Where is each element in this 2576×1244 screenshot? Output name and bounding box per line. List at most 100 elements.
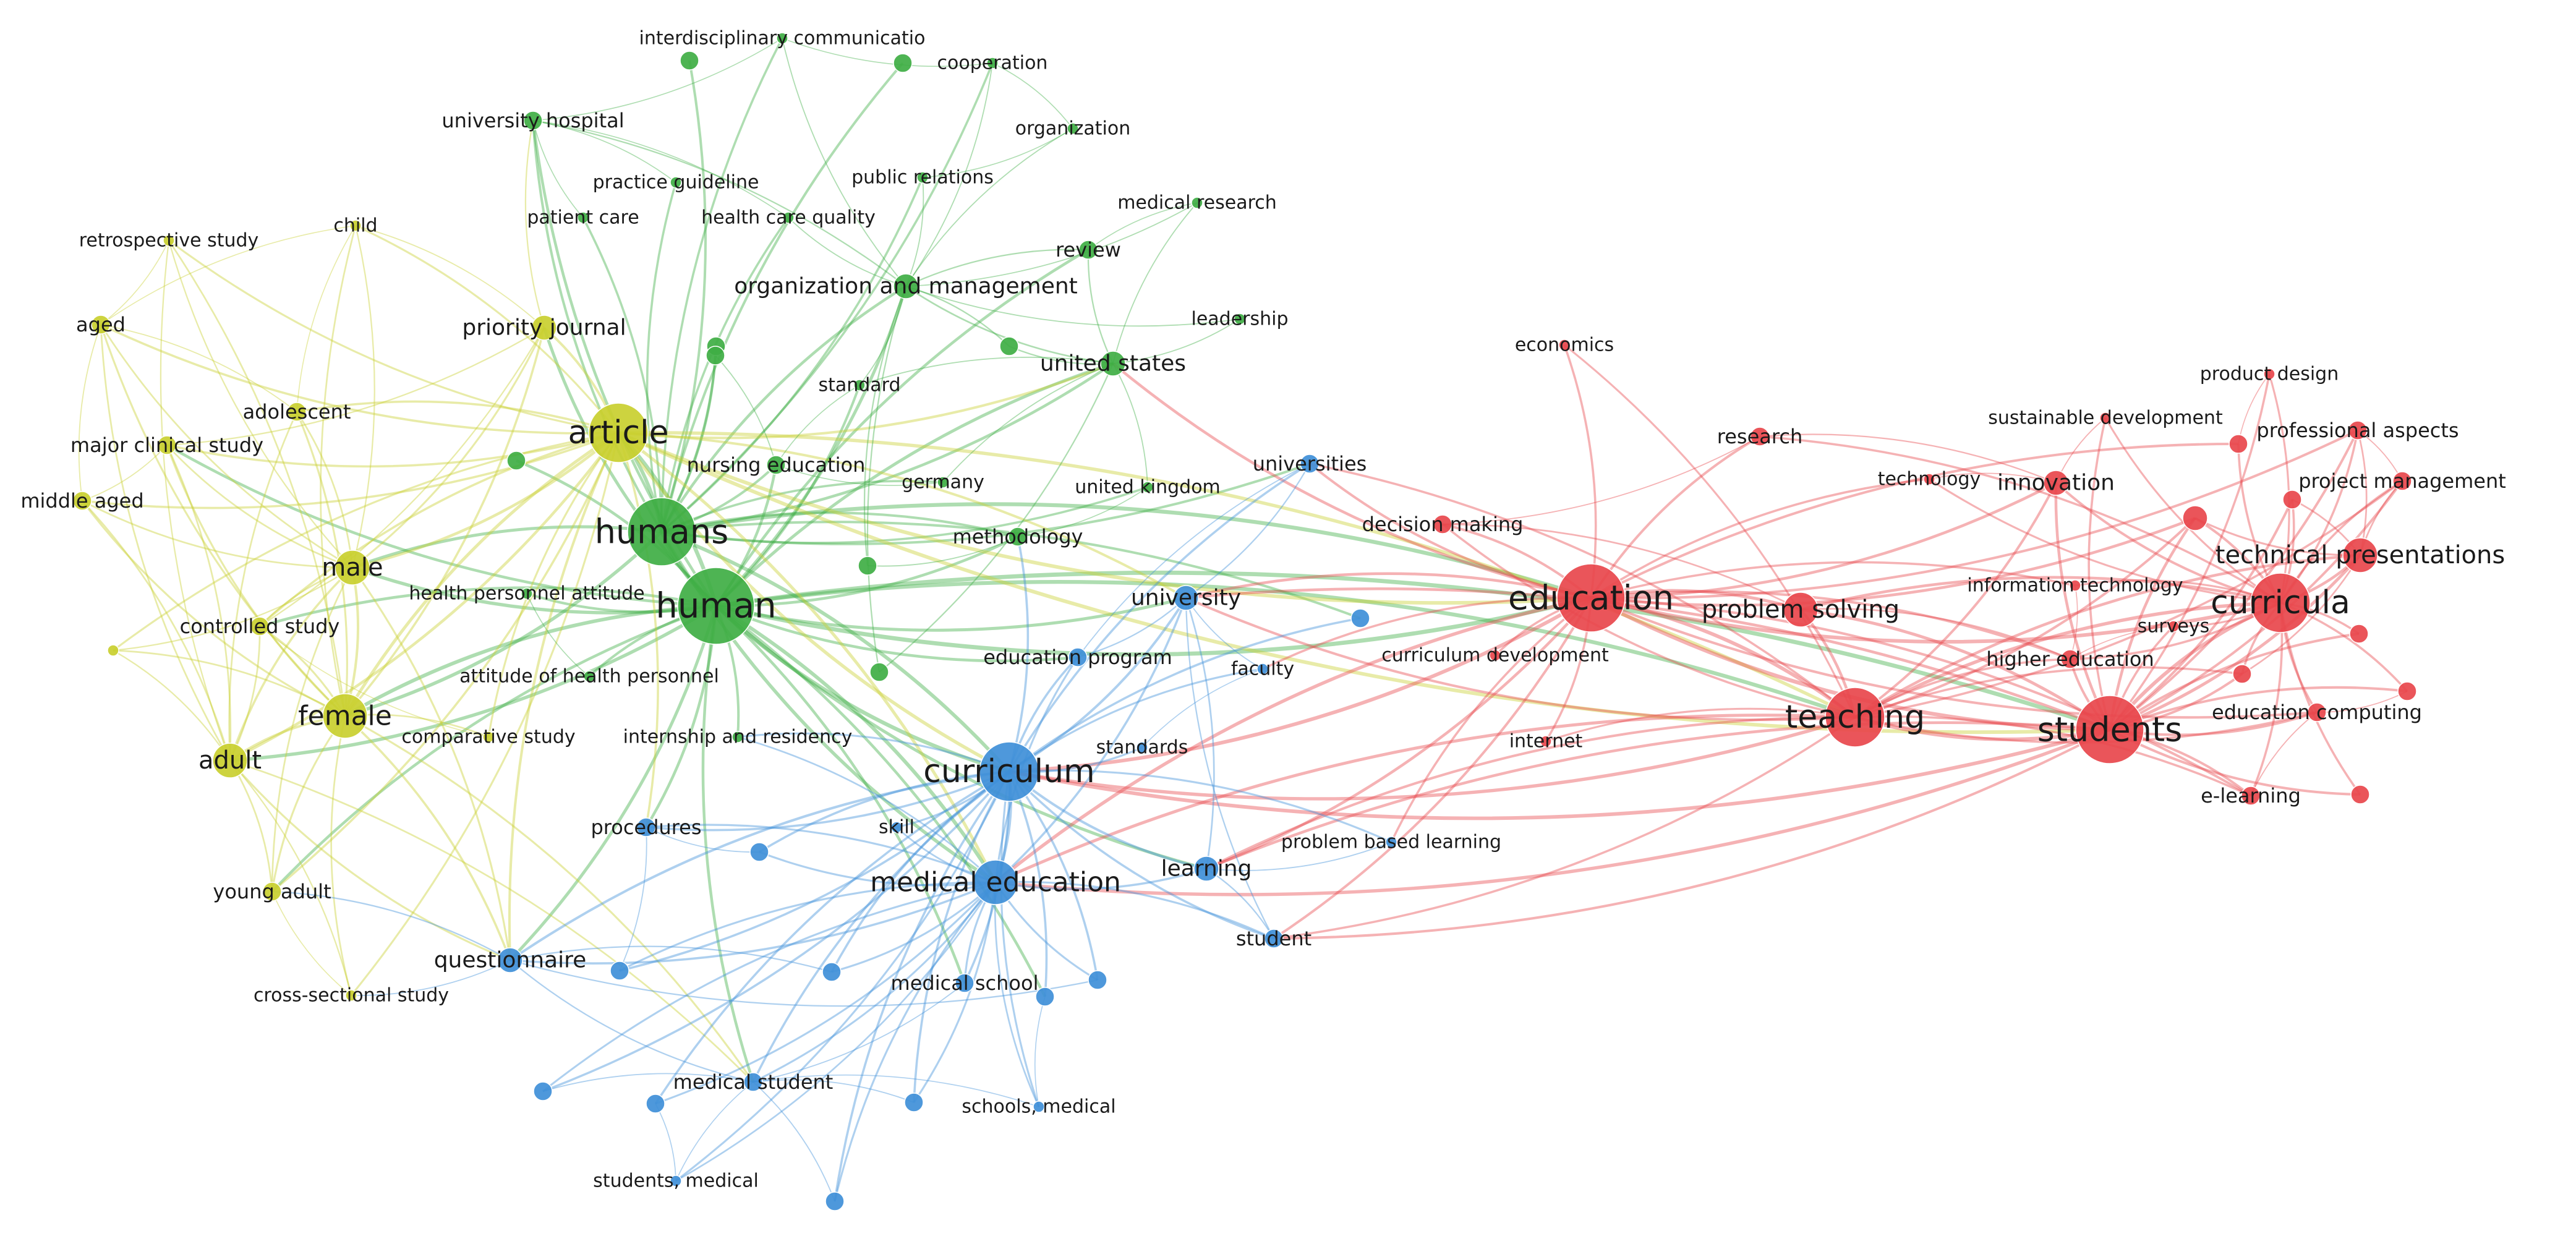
node-organization-and-management[interactable] — [893, 273, 919, 299]
node-surveys[interactable] — [2167, 620, 2180, 633]
node-university[interactable] — [1173, 585, 1199, 611]
node-problem-based-learning[interactable] — [1385, 836, 1397, 848]
node-comparative-study[interactable] — [482, 731, 495, 743]
node-adult[interactable] — [212, 743, 248, 778]
node-young-adult[interactable] — [262, 882, 282, 901]
node-controlled-study[interactable] — [250, 616, 270, 636]
node-r2[interactable] — [2228, 434, 2248, 454]
node-teaching[interactable] — [1825, 687, 1885, 748]
node-major-clinical-study[interactable] — [157, 435, 177, 455]
node-g2[interactable] — [893, 53, 913, 73]
node-skill[interactable] — [890, 821, 903, 833]
node-e-learning[interactable] — [2241, 786, 2261, 806]
node-internet[interactable] — [1540, 735, 1552, 748]
node-product-design[interactable] — [2263, 368, 2275, 380]
node-b10[interactable] — [646, 1094, 665, 1114]
node-male[interactable] — [335, 550, 370, 586]
node-article[interactable] — [588, 403, 649, 463]
node-problem-solving[interactable] — [1783, 592, 1819, 628]
node-g3[interactable] — [680, 51, 699, 70]
node-standards[interactable] — [1136, 741, 1148, 754]
node-curricula[interactable] — [2250, 573, 2311, 633]
node-united-states[interactable] — [1100, 351, 1126, 377]
node-review[interactable] — [1078, 240, 1098, 260]
node-students[interactable] — [2075, 695, 2144, 764]
node-attitude-of-health-personnel[interactable] — [583, 670, 595, 683]
node-university-hospital[interactable] — [523, 111, 543, 130]
node-priority-journal[interactable] — [531, 315, 557, 341]
node-r6[interactable] — [2397, 681, 2417, 701]
node-middle-aged[interactable] — [72, 491, 92, 511]
node-technology[interactable] — [1923, 473, 1935, 485]
node-r1[interactable] — [2182, 505, 2208, 531]
node-human[interactable] — [677, 567, 755, 645]
node-internship-and-residency[interactable] — [731, 731, 744, 743]
node-r7[interactable] — [2350, 785, 2370, 804]
node-r4[interactable] — [2349, 624, 2369, 644]
node-research[interactable] — [1750, 427, 1770, 446]
node-child[interactable] — [349, 219, 362, 232]
node-students-medical[interactable] — [670, 1175, 682, 1187]
node-united-kingdom[interactable] — [1141, 481, 1154, 493]
node-schools-medical[interactable] — [1033, 1101, 1045, 1113]
node-education[interactable] — [1556, 563, 1626, 633]
node-health-care-quality[interactable] — [782, 211, 795, 224]
node-g7[interactable] — [706, 346, 725, 365]
node-female[interactable] — [322, 693, 368, 739]
node-medical-research[interactable] — [1191, 197, 1203, 209]
node-b3[interactable] — [610, 961, 629, 981]
node-medical-education[interactable] — [973, 859, 1018, 905]
node-curriculum[interactable] — [979, 741, 1039, 802]
node-cooperation[interactable] — [986, 57, 999, 69]
node-b6[interactable] — [904, 1093, 924, 1112]
node-project-management[interactable] — [2392, 471, 2412, 491]
node-higher-education[interactable] — [2060, 649, 2080, 669]
node-humans[interactable] — [627, 497, 696, 566]
node-medical-school[interactable] — [955, 973, 975, 993]
node-curriculum-development[interactable] — [1489, 649, 1501, 662]
node-methodology[interactable] — [1008, 527, 1028, 547]
node-student[interactable] — [1264, 929, 1284, 948]
node-practice-guideline[interactable] — [670, 176, 682, 189]
node-universities[interactable] — [1300, 454, 1320, 474]
node-y1[interactable] — [107, 644, 119, 657]
node-b8[interactable] — [825, 1191, 845, 1211]
node-technical-presentations[interactable] — [2342, 537, 2378, 573]
node-questionnaire[interactable] — [497, 947, 523, 973]
node-r3[interactable] — [2282, 490, 2302, 509]
node-g4[interactable] — [506, 451, 526, 471]
node-interdisciplinary-communicatio[interactable] — [776, 32, 788, 45]
node-b7[interactable] — [533, 1081, 553, 1101]
node-economics[interactable] — [1558, 339, 1571, 351]
node-b4[interactable] — [822, 962, 842, 982]
node-b9[interactable] — [1035, 987, 1055, 1007]
node-medical-student[interactable] — [743, 1072, 763, 1092]
node-decision-making[interactable] — [1433, 514, 1452, 534]
node-g6[interactable] — [999, 336, 1019, 356]
node-education-program[interactable] — [1068, 647, 1088, 667]
node-nursing-education[interactable] — [766, 455, 786, 475]
node-public-relations[interactable] — [916, 171, 929, 184]
node-education-computing[interactable] — [2307, 702, 2327, 722]
node-innovation[interactable] — [2043, 470, 2069, 496]
node-cross-sectional-study[interactable] — [345, 989, 357, 1002]
node-patient-care[interactable] — [577, 211, 589, 224]
node-leadership[interactable] — [1234, 313, 1246, 325]
node-standard[interactable] — [853, 379, 866, 391]
node-germany[interactable] — [937, 476, 949, 488]
node-g8[interactable] — [869, 662, 889, 682]
node-adolescent[interactable] — [287, 402, 307, 422]
node-information-technology[interactable] — [2069, 579, 2081, 592]
node-b2[interactable] — [749, 842, 769, 862]
node-retrospective-study[interactable] — [163, 234, 175, 247]
node-b5[interactable] — [1088, 970, 1107, 990]
node-professional-aspects[interactable] — [2348, 420, 2368, 440]
node-learning[interactable] — [1193, 856, 1219, 882]
node-procedures[interactable] — [636, 817, 656, 837]
node-health-personnel-attitude[interactable] — [521, 587, 533, 600]
node-sustainable-development[interactable] — [2099, 412, 2112, 424]
node-g5[interactable] — [858, 556, 877, 576]
node-aged[interactable] — [91, 315, 111, 334]
node-r5[interactable] — [2232, 664, 2252, 684]
node-organization[interactable] — [1067, 122, 1079, 135]
